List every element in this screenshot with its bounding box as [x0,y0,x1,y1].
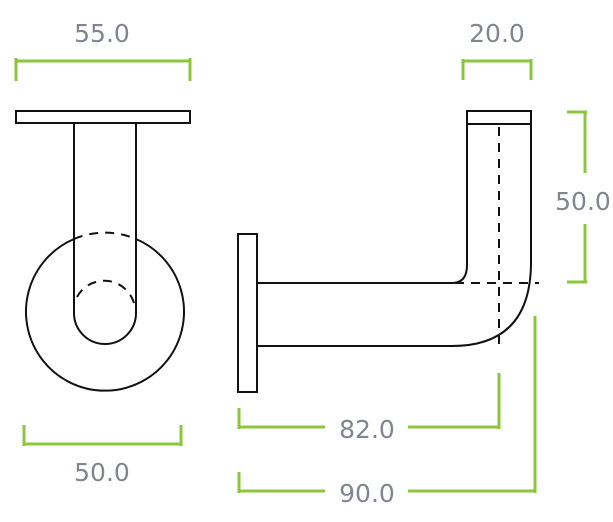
dimension-reach-center [237,373,501,429]
hidden-stem-arc [76,279,135,304]
dimension-top-width [14,58,192,81]
label-tube-width: 20.0 [469,19,525,48]
front-view: 55.0 50.0 [14,19,192,487]
label-height: 50.0 [555,187,611,216]
wall-plate [237,233,258,393]
label-reach-center: 82.0 [339,415,395,444]
stem-outline [73,123,137,345]
label-top-width: 55.0 [74,19,130,48]
label-total-reach: 90.0 [339,479,395,508]
wall-flange-circle [25,238,185,392]
saddle-plate [15,110,191,124]
dimension-bottom-width [22,425,183,446]
tube-outer-edge [257,124,532,347]
tube-inner-edge [257,124,468,284]
dimension-tube-width [461,59,533,80]
label-bottom-width: 50.0 [74,458,130,487]
dimension-height [567,110,587,284]
hidden-flange-arc [73,231,137,240]
top-cap [466,110,532,125]
dimension-total-reach [237,316,537,493]
side-view: 20.0 50.0 82.0 [237,19,611,508]
